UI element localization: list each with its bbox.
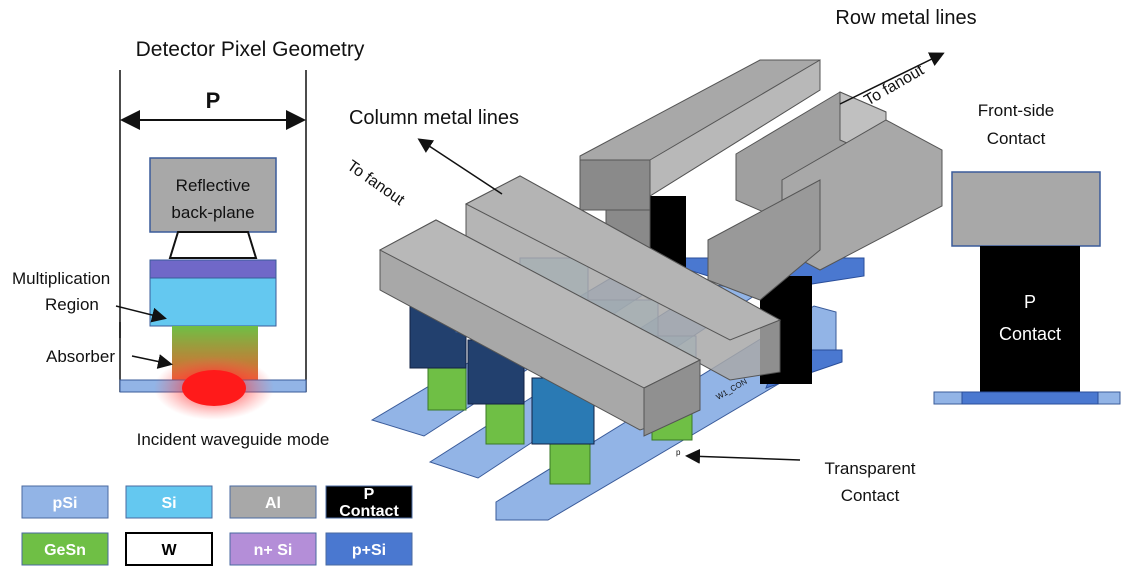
legend-item: Al xyxy=(229,485,317,519)
pitch-label: P xyxy=(206,88,221,113)
p-contact-label-line1: P xyxy=(1024,292,1036,312)
incident-mode-label: Incident waveguide mode xyxy=(137,430,330,449)
front-side-label-line1: Front-side xyxy=(978,101,1055,120)
strip-annotation-p: p xyxy=(676,448,681,457)
legend-label: Si xyxy=(161,495,176,512)
absorber-arrow xyxy=(131,354,173,369)
transparent-contact-label-line2: Contact xyxy=(841,486,900,505)
to-fanout-arrow-left xyxy=(417,138,503,195)
legend-swatch xyxy=(125,485,213,519)
incident-mode-spot xyxy=(182,370,246,406)
p-contact-block xyxy=(980,246,1080,392)
front-side-pplus-layer xyxy=(961,391,1099,405)
absorber-label: Absorber xyxy=(46,347,115,366)
legend-swatch xyxy=(229,532,317,566)
multiplication-label-line1: Multiplication xyxy=(12,269,110,288)
reflective-backplane xyxy=(149,157,277,233)
legend-label: p+Si xyxy=(352,542,386,559)
legend-item: p+Si xyxy=(325,532,413,566)
legend-label: Al xyxy=(265,495,281,512)
to-fanout-label-right: To fanout xyxy=(862,62,928,110)
legend-swatch xyxy=(325,485,413,519)
isometric-array-view: W1_CON p Row meta xyxy=(344,7,977,521)
transparent-contact-label-line1: Transparent xyxy=(824,459,915,478)
pixel-geometry-panel: Detector Pixel Geometry P Reflective bac… xyxy=(12,38,365,449)
legend-label: pSi xyxy=(53,495,78,512)
legend-item: GeSn xyxy=(21,532,109,566)
multiplication-arrow xyxy=(115,305,167,323)
w-via-trapezoid xyxy=(168,231,258,259)
gesn-pillar xyxy=(427,363,467,411)
backplane-label-line1: Reflective xyxy=(176,176,251,195)
transparent-contact-arrow xyxy=(685,448,801,464)
legend-item: Si xyxy=(125,485,213,519)
p-contact-label-line2: Contact xyxy=(999,324,1061,344)
to-fanout-arrow-right xyxy=(839,52,945,105)
backplane-label-line2: back-plane xyxy=(171,203,254,222)
legend-label: n+ Si xyxy=(254,542,293,559)
multiplication-label-line2: Region xyxy=(45,295,99,314)
column-metal-label: Column metal lines xyxy=(349,107,519,129)
legend-label: GeSn xyxy=(44,542,86,559)
to-fanout-label-left: To fanout xyxy=(344,157,408,209)
legend-item: pSi xyxy=(21,485,109,519)
legend-label: W xyxy=(161,542,177,559)
legend-swatch xyxy=(229,485,317,519)
multiplication-region xyxy=(149,277,277,327)
legend-item: W xyxy=(125,532,213,566)
row-metal-label: Row metal lines xyxy=(835,7,976,29)
front-side-al-pad xyxy=(951,171,1101,247)
legend-swatch xyxy=(125,532,213,566)
legend-swatch xyxy=(21,485,109,519)
legend-label: P xyxy=(364,486,375,503)
n-plus-layer xyxy=(149,259,277,279)
legend-label: Contact xyxy=(339,503,399,520)
pixel-geometry-title: Detector Pixel Geometry xyxy=(136,38,365,61)
legend-item: n+ Si xyxy=(229,532,317,566)
front-side-label-line2: Contact xyxy=(987,129,1046,148)
front-side-contact-panel: Front-side Contact P Contact xyxy=(933,101,1121,405)
legend-swatch xyxy=(21,532,109,566)
gesn-pillar xyxy=(485,397,525,445)
legend-swatch xyxy=(325,532,413,566)
